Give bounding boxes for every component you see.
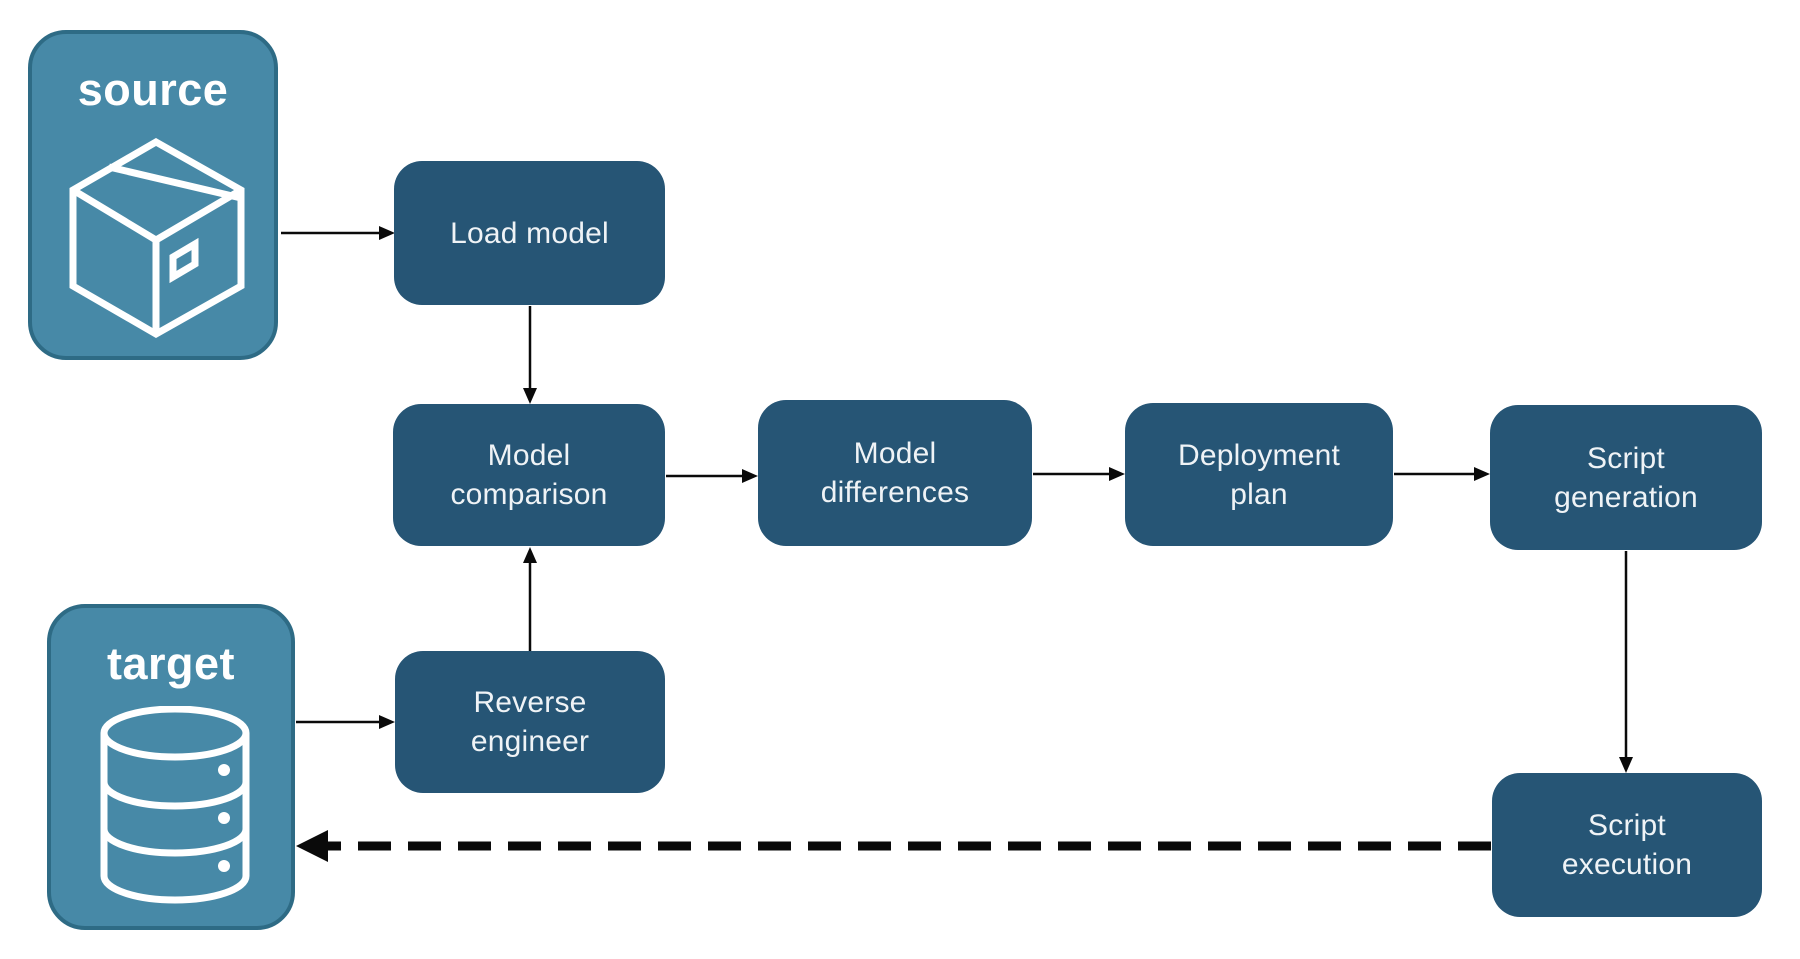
- edge-script-execution-to-target-dashed: [296, 830, 1491, 862]
- node-deployment-plan: Deployment plan: [1125, 403, 1393, 546]
- edge-load-model-to-model-comparison: [523, 306, 537, 404]
- node-label: Deployment plan: [1177, 438, 1341, 511]
- edge-model-comparison-to-model-differences: [666, 469, 758, 483]
- edge-target-to-reverse-engineer: [296, 715, 395, 729]
- node-reverse-engineer: Reverse engineer: [395, 651, 665, 793]
- database-icon: [100, 706, 250, 904]
- edge-source-to-load-model: [281, 226, 395, 240]
- edge-deployment-plan-to-script-generation: [1394, 467, 1490, 481]
- source-label: source: [77, 64, 229, 115]
- node-load-model: Load model: [394, 161, 665, 305]
- edge-script-generation-to-script-execution: [1619, 551, 1633, 773]
- node-model-comparison: Model comparison: [393, 404, 665, 546]
- node-script-execution: Script execution: [1492, 773, 1762, 917]
- target-label: target: [106, 638, 236, 689]
- node-label: Model comparison: [450, 439, 608, 511]
- source-endpoint: source: [28, 30, 278, 360]
- edge-model-differences-to-deployment-plan: [1033, 467, 1125, 481]
- node-label: Load model: [450, 216, 609, 250]
- package-icon: [69, 138, 245, 338]
- node-label: Reverse engineer: [470, 686, 590, 758]
- node-model-differences: Model differences: [758, 400, 1032, 546]
- target-endpoint: target: [47, 604, 295, 930]
- edge-reverse-engineer-to-model-comparison: [523, 547, 537, 651]
- node-script-generation: Script generation: [1490, 405, 1762, 550]
- node-label: Script execution: [1561, 809, 1693, 881]
- node-label: Script generation: [1554, 441, 1698, 514]
- node-label: Model differences: [820, 437, 970, 509]
